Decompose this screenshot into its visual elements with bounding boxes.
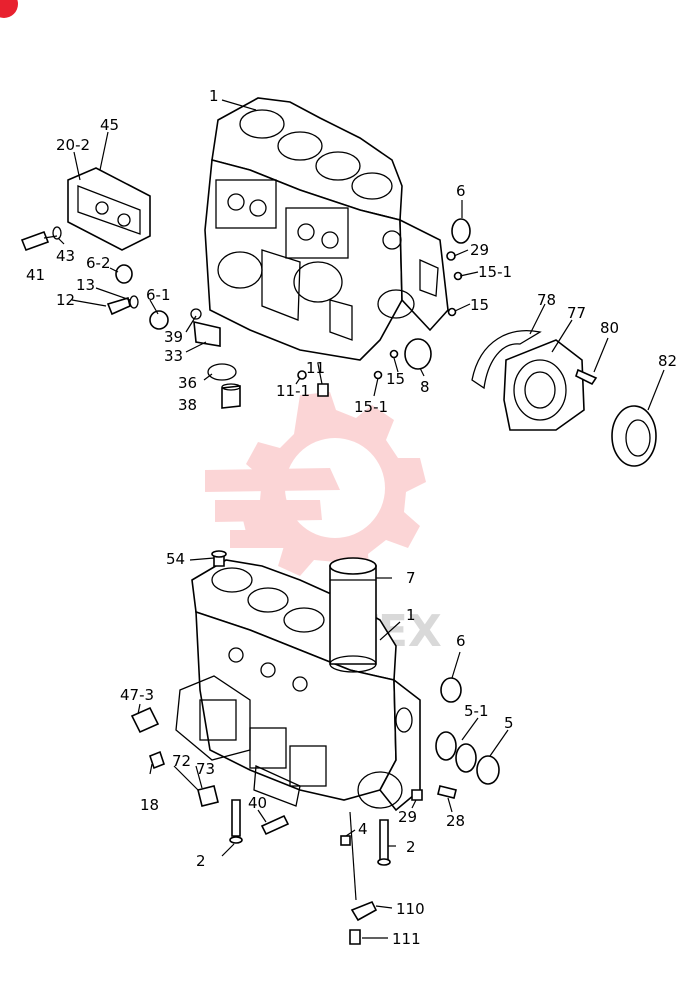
callout-82: 82 bbox=[658, 352, 677, 370]
lower-leader-lines bbox=[137, 557, 509, 939]
callout-78: 78 bbox=[537, 291, 556, 309]
callout-111: 111 bbox=[392, 930, 421, 948]
upper-small-parts bbox=[20, 167, 657, 467]
callout-29: 29 bbox=[470, 241, 489, 259]
upper-callout-labels: 1 45 20-2 43 41 6-2 13 12 6-1 39 33 36 3… bbox=[26, 87, 677, 416]
callout-43: 43 bbox=[56, 247, 75, 265]
callout-40: 40 bbox=[248, 794, 267, 812]
callout-2-right: 2 bbox=[406, 838, 416, 856]
callout-39: 39 bbox=[164, 328, 183, 346]
callout-8: 8 bbox=[420, 378, 430, 396]
callout-6-1: 6-1 bbox=[146, 286, 171, 304]
callout-110: 110 bbox=[396, 900, 425, 918]
callout-1: 1 bbox=[209, 87, 219, 105]
callout-12: 12 bbox=[56, 291, 75, 309]
lower-small-parts bbox=[130, 550, 500, 945]
callout-54: 54 bbox=[166, 550, 185, 568]
callout-73: 73 bbox=[196, 760, 215, 778]
callout-41: 41 bbox=[26, 266, 45, 284]
callout-80: 80 bbox=[600, 319, 619, 337]
callout-15-1: 15-1 bbox=[478, 263, 512, 281]
callout-45: 45 bbox=[100, 116, 119, 134]
callout-36: 36 bbox=[178, 374, 197, 392]
callout-33: 33 bbox=[164, 347, 183, 365]
callout-2-left: 2 bbox=[196, 852, 206, 870]
callout-47-3: 47-3 bbox=[120, 686, 154, 704]
callout-7: 7 bbox=[406, 569, 416, 587]
callout-11: 11 bbox=[306, 359, 325, 377]
callout-20-2: 20-2 bbox=[56, 136, 90, 154]
callout-77: 77 bbox=[567, 304, 586, 322]
callout-18: 18 bbox=[140, 796, 159, 814]
callout-6-lower: 6 bbox=[456, 632, 466, 650]
callout-6: 6 bbox=[456, 182, 466, 200]
watermark-logo bbox=[205, 392, 426, 582]
callout-11-1: 11-1 bbox=[276, 382, 310, 400]
callout-38: 38 bbox=[178, 396, 197, 414]
callout-15-lower: 15 bbox=[386, 370, 405, 388]
corner-badge bbox=[0, 0, 18, 18]
callout-5-1: 5-1 bbox=[464, 702, 489, 720]
callout-4: 4 bbox=[358, 820, 368, 838]
callout-15: 15 bbox=[470, 296, 489, 314]
lower-callout-labels: 54 7 1 6 47-3 5-1 5 72 73 18 40 29 28 4 … bbox=[120, 550, 514, 948]
callout-5: 5 bbox=[504, 714, 514, 732]
callout-13: 13 bbox=[76, 276, 95, 294]
callout-6-2: 6-2 bbox=[86, 254, 111, 272]
callout-72: 72 bbox=[172, 752, 191, 770]
upper-cylinder-block bbox=[204, 97, 449, 361]
callout-15-1-lower: 15-1 bbox=[354, 398, 388, 416]
callout-1-lower: 1 bbox=[406, 606, 416, 624]
callout-28: 28 bbox=[446, 812, 465, 830]
callout-29-lower: 29 bbox=[398, 808, 417, 826]
upper-leader-lines bbox=[43, 99, 665, 411]
